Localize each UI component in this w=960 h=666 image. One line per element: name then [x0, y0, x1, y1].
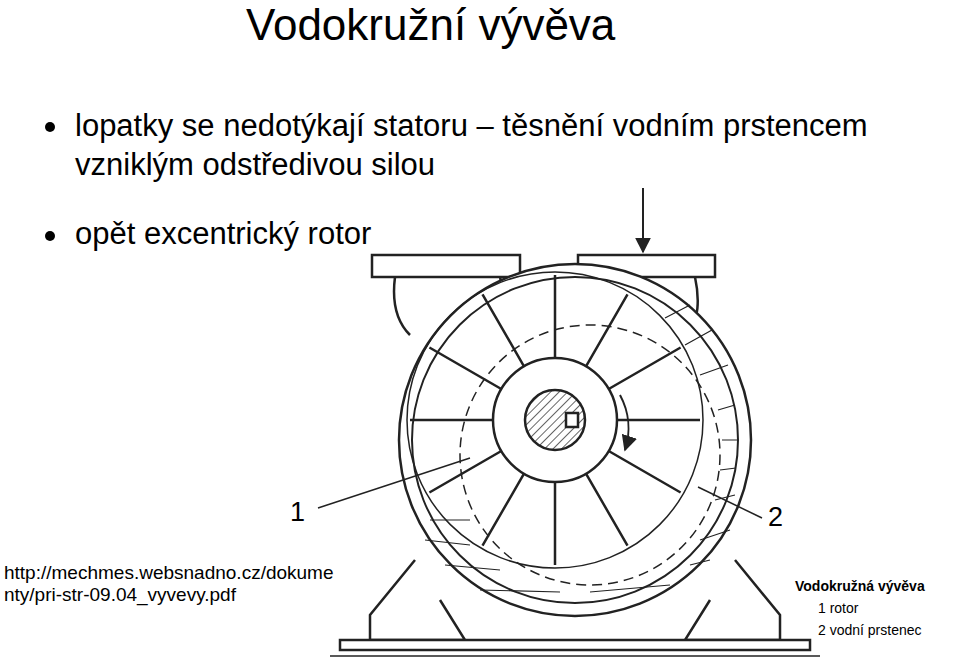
- callout-number: 1: [290, 498, 320, 528]
- bullet-dots: [45, 122, 55, 241]
- pump-foot: [370, 560, 465, 640]
- rotor-blades: [410, 275, 700, 565]
- inlet-flange: [372, 255, 520, 277]
- rotor-hub: [493, 358, 617, 482]
- rotation-arrow: [620, 395, 628, 450]
- slide-title: Vodokružní vývěva: [246, 0, 615, 51]
- bullet-text: opět excentrický rotor: [75, 214, 575, 253]
- bullet-dot: [45, 231, 55, 241]
- bullet-text: lopatky se nedotýkají statoru – těsnění …: [75, 106, 905, 185]
- source-url: http://mechmes.websnadno.cz/dokumenty/pr…: [4, 562, 336, 606]
- shaft: [525, 390, 585, 450]
- base-plate: [340, 640, 810, 650]
- water-ring-boundary: [460, 325, 720, 585]
- shaft-key: [566, 413, 578, 427]
- key-heading: Vodokružná vývěva: [795, 578, 957, 595]
- ground-line: [330, 655, 820, 657]
- bullet-dot: [45, 122, 55, 132]
- pump-foot: [685, 560, 780, 640]
- key-entry: 2 vodní prstenec: [818, 622, 956, 639]
- water-ring-hatch: [425, 305, 737, 592]
- flow-arrow: [642, 188, 644, 252]
- casing-outer: [399, 264, 751, 616]
- casing-inner: [412, 277, 738, 603]
- rotor-outline: [407, 272, 703, 568]
- pump-body: [330, 255, 820, 656]
- leader-line: [318, 458, 470, 508]
- leader-line: [698, 487, 762, 518]
- key-entry: 1 rotor: [818, 600, 956, 617]
- callout-number: 2: [768, 503, 798, 533]
